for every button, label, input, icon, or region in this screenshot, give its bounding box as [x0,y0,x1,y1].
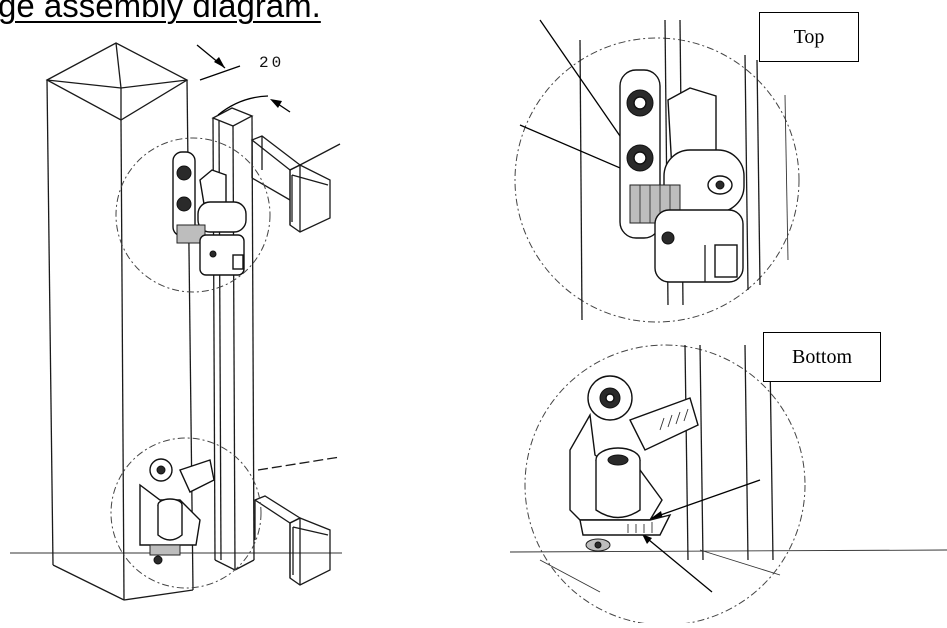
bottom-rail [253,456,341,586]
ground-line-detail [509,549,947,553]
top-hinge-detail-circle [115,137,271,293]
bottom-hinge-detail-circle [110,437,262,589]
bottom-detail [509,344,947,626]
gate-upright [211,107,255,571]
callout-top: Top [759,12,859,62]
diagram-title: ge assembly diagram. [0,0,321,24]
post [45,42,194,601]
callout-bottom: Bottom [763,332,881,382]
dimension-label: 20 [259,54,285,72]
dimension-arrows [196,44,291,116]
top-detail [514,19,800,323]
top-rail [250,135,341,233]
overview-assembly [10,42,342,601]
